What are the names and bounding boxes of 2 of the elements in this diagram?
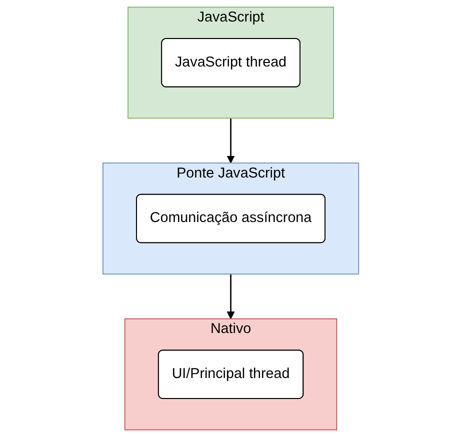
arrow — [226, 274, 234, 320]
arrow — [226, 118, 234, 164]
